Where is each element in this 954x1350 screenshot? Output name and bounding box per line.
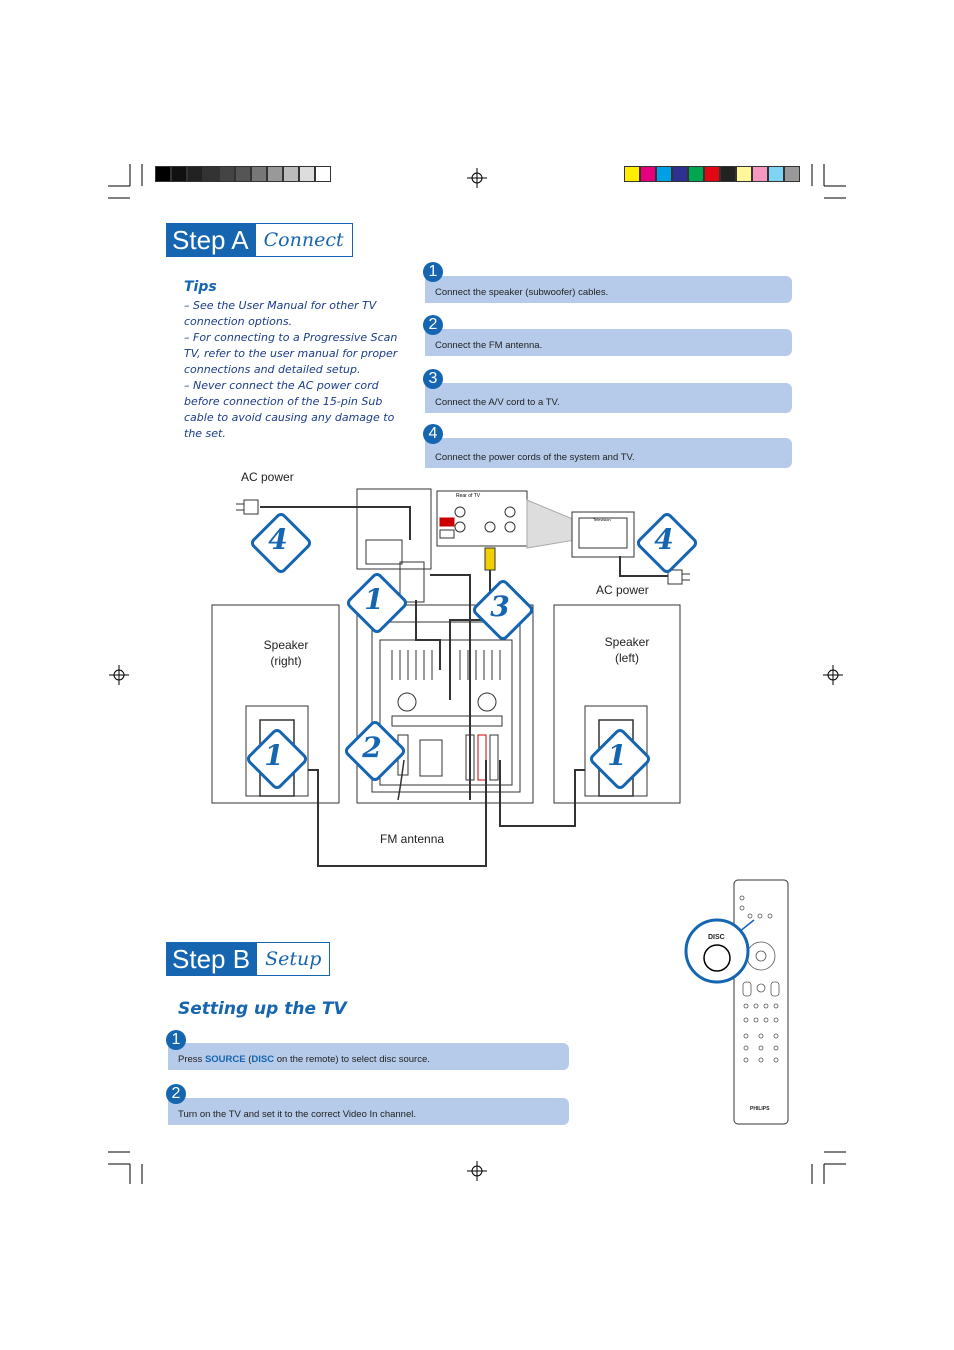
step-b-subtitle: Setup xyxy=(256,942,331,976)
step-number: 3 xyxy=(423,369,443,389)
step-number: 4 xyxy=(423,424,443,444)
step-b-label: Step B xyxy=(166,942,257,976)
step-a-1: Connect the speaker (subwoofer) cables. xyxy=(425,276,792,303)
callout-number: 4 xyxy=(268,523,288,556)
callout-number: 1 xyxy=(364,583,384,616)
step-text: Connect the speaker (subwoofer) cables. xyxy=(435,287,609,298)
step-a-subtitle: Connect xyxy=(254,223,353,257)
tip-item: – For connecting to a Progressive Scan T… xyxy=(184,331,398,376)
disc-key: DISC xyxy=(251,1054,275,1065)
grayscale-bar xyxy=(155,166,331,182)
callout-number: 3 xyxy=(490,590,510,623)
callout-number: 2 xyxy=(362,731,382,764)
fm-antenna-label: FM antenna xyxy=(380,832,445,846)
step-text: Turn on the TV and set it to the correct… xyxy=(178,1109,416,1120)
setting-up-tv-title: Setting up the TV xyxy=(178,999,347,1019)
step-a-label: Step A xyxy=(166,223,255,257)
speaker-left-label: Speaker (left) xyxy=(604,635,650,665)
television-label: Television xyxy=(593,517,611,522)
speaker-right-label: Speaker (right) xyxy=(263,638,309,668)
step-a-2: Connect the FM antenna. xyxy=(425,329,792,356)
tips-list: – See the User Manual for other TV conne… xyxy=(184,298,406,442)
step-b-1: Press SOURCE (DISC on the remote) to sel… xyxy=(168,1043,569,1070)
callout-number: 1 xyxy=(607,739,627,772)
source-key: SOURCE xyxy=(204,1054,246,1065)
step-number: 2 xyxy=(423,315,443,335)
step-b-header: Step B Setup xyxy=(166,942,331,976)
tip-item: – See the User Manual for other TV conne… xyxy=(184,299,377,328)
step-text: Connect the FM antenna. xyxy=(435,340,543,351)
callout-number: 4 xyxy=(654,523,674,556)
color-bar xyxy=(624,166,800,182)
step-a-4: Connect the power cords of the system an… xyxy=(425,438,792,468)
rear-of-tv-label: Rear of TV xyxy=(456,493,481,499)
step-text: Press SOURCE (DISC on the remote) to sel… xyxy=(178,1054,430,1065)
step-text: Connect the A/V cord to a TV. xyxy=(435,397,560,408)
step-b-2: Turn on the TV and set it to the correct… xyxy=(168,1098,569,1125)
step-number: 2 xyxy=(166,1084,186,1104)
step-a-3: Connect the A/V cord to a TV. xyxy=(425,383,792,413)
step-a-header: Step A Connect xyxy=(166,223,353,257)
disc-button-label: DISC xyxy=(708,934,725,941)
tip-item: – Never connect the AC power cord before… xyxy=(184,379,395,440)
step-number: 1 xyxy=(423,262,443,282)
tips-title: Tips xyxy=(184,279,217,295)
ac-power-left-label: AC power xyxy=(241,470,294,484)
remote-control: PHILIPS DISC xyxy=(684,879,789,1125)
step-number: 1 xyxy=(166,1030,186,1050)
remote-brand: PHILIPS xyxy=(750,1106,770,1112)
ac-power-right-label: AC power xyxy=(596,583,649,597)
callout-number: 1 xyxy=(264,739,284,772)
step-text: Connect the power cords of the system an… xyxy=(435,452,635,463)
